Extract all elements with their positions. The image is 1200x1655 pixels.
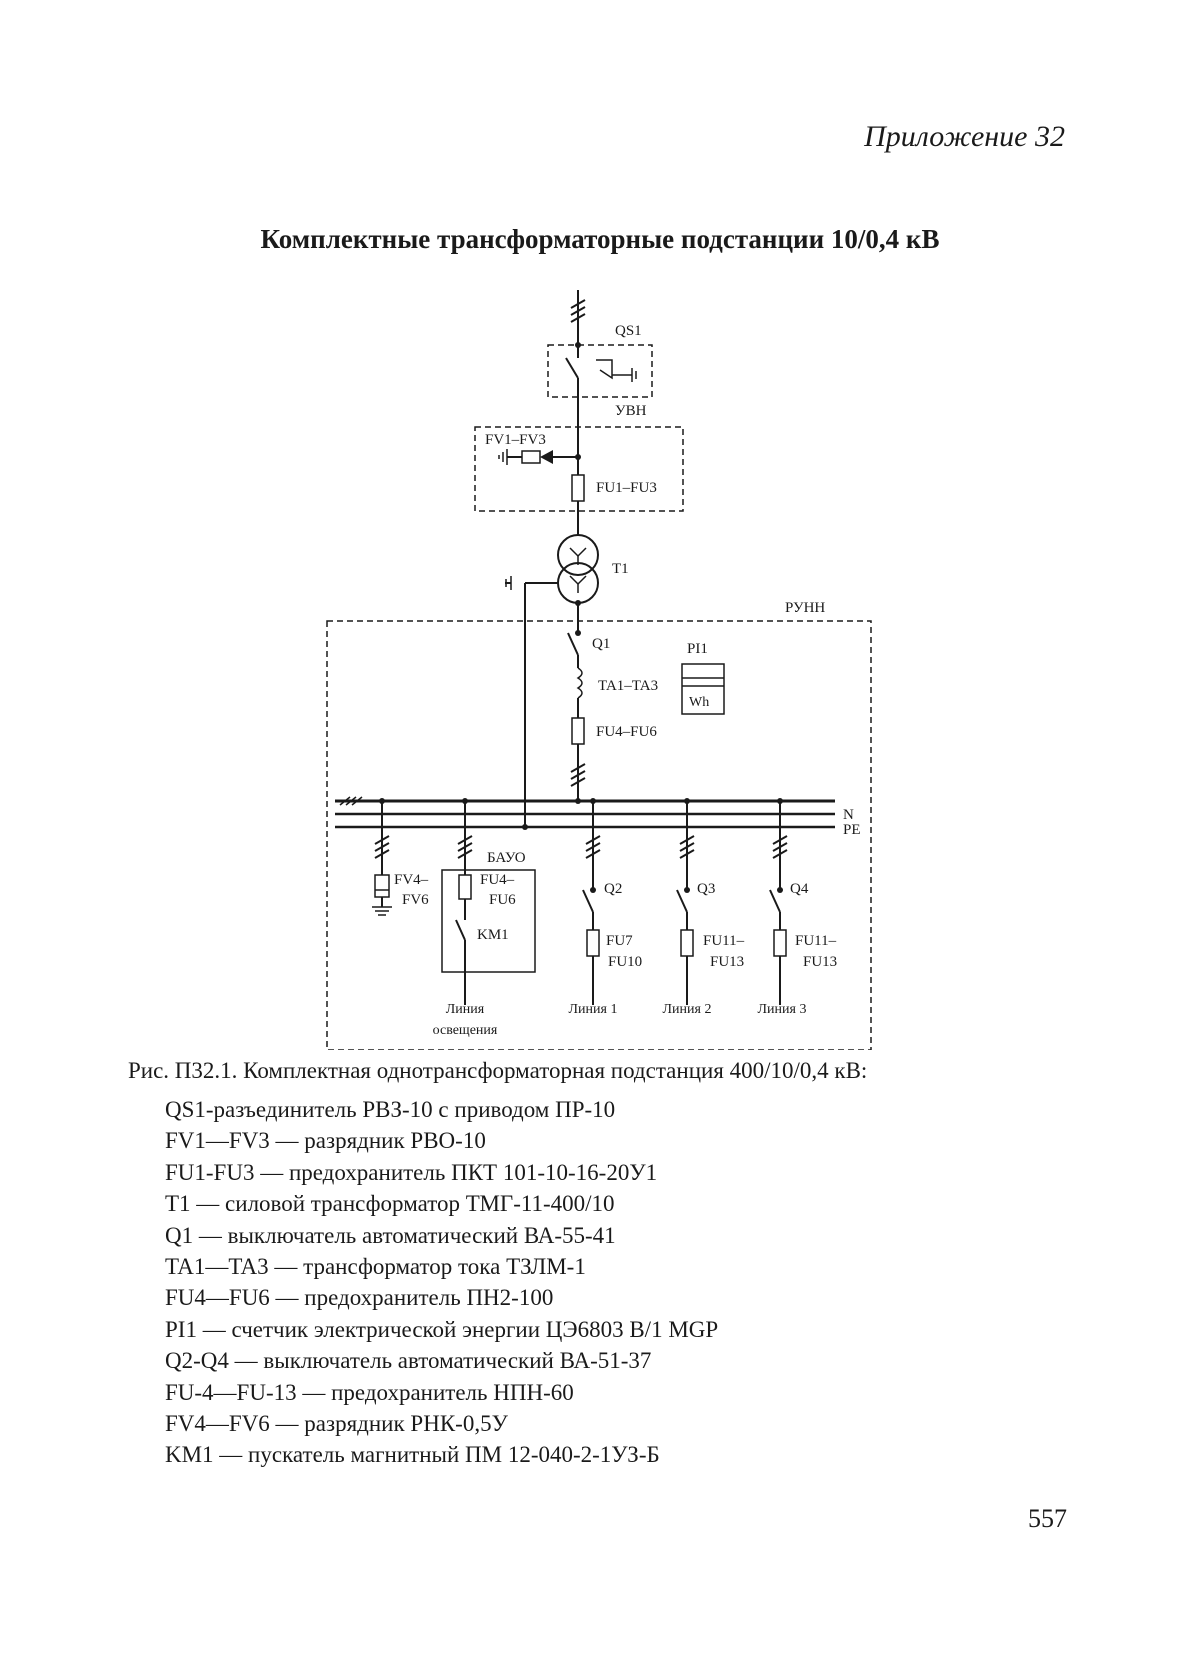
label-fu11-b: FU13	[710, 954, 744, 970]
legend-item: QS1-разъединитель РВЗ-10 с приводом ПР-1…	[165, 1094, 718, 1125]
label-fu11c-b: FU13	[803, 954, 837, 970]
label-pe: PE	[843, 822, 861, 838]
legend-item: TA1—TA3 — трансформатор тока ТЗЛМ-1	[165, 1251, 718, 1282]
label-line2: Линия 2	[663, 1002, 712, 1017]
label-q2: Q2	[604, 881, 622, 897]
label-line3: Линия 3	[758, 1002, 807, 1017]
label-wh: Wh	[689, 695, 709, 710]
legend-item: KM1 — пускатель магнитный ПМ 12-040-2-1У…	[165, 1439, 718, 1470]
label-q3: Q3	[697, 881, 715, 897]
label-q4: Q4	[790, 881, 809, 897]
label-fu1-fu3: FU1–FU3	[596, 480, 657, 496]
page-number: 557	[1028, 1504, 1067, 1534]
label-q1: Q1	[592, 636, 610, 652]
label-runn: РУНН	[785, 600, 825, 616]
label-fu7-b: FU10	[608, 954, 642, 970]
page-title: Комплектные трансформаторные подстанции …	[0, 224, 1200, 255]
label-fu7-a: FU7	[606, 933, 633, 949]
label-qs1: QS1	[615, 323, 642, 339]
label-fv1-fv3: FV1–FV3	[485, 432, 546, 448]
label-fu11-a: FU11–	[703, 933, 745, 949]
label-fv4-b: FV6	[402, 892, 429, 908]
label-bauo: БАУО	[487, 850, 526, 866]
label-line-light-b: освещения	[433, 1023, 498, 1038]
label-fu11c-a: FU11–	[795, 933, 837, 949]
label-km1: KM1	[477, 927, 509, 943]
label-line-light-a: Линия	[446, 1002, 485, 1017]
label-n: N	[843, 807, 854, 823]
legend-item: Q2-Q4 — выключатель автоматический ВА-51…	[165, 1345, 718, 1376]
label-ta1-ta3: TA1–TA3	[598, 678, 658, 694]
appendix-label: Приложение 32	[864, 120, 1065, 154]
substation-schematic: QS1 УВН FV1–FV3 FU1–FU3 T1 РУНН Q1 PI1 W…	[0, 270, 1200, 1050]
legend-item: FV1—FV3 — разрядник РВО-10	[165, 1125, 718, 1156]
legend-item: PI1 — счетчик электрической энергии ЦЭ68…	[165, 1314, 718, 1345]
label-fu4-b: FU6	[489, 892, 516, 908]
legend-item: FV4—FV6 — разрядник РНК-0,5У	[165, 1408, 718, 1439]
legend-list: QS1-разъединитель РВЗ-10 с приводом ПР-1…	[165, 1094, 718, 1471]
label-pi1: PI1	[687, 641, 708, 657]
legend-item: Q1 — выключатель автоматический ВА-55-41	[165, 1220, 718, 1251]
legend-item: FU-4—FU-13 — предохранитель НПН-60	[165, 1377, 718, 1408]
label-line1: Линия 1	[569, 1002, 618, 1017]
label-fu4-a: FU4–	[480, 872, 515, 888]
legend-item: FU4—FU6 — предохранитель ПН2-100	[165, 1282, 718, 1313]
label-fu4-fu6-main: FU4–FU6	[596, 724, 657, 740]
legend-item: FU1-FU3 — предохранитель ПКТ 101-10-16-2…	[165, 1157, 718, 1188]
label-fv4-a: FV4–	[394, 872, 429, 888]
legend-item: T1 — силовой трансформатор ТМГ-11-400/10	[165, 1188, 718, 1219]
label-t1: T1	[612, 561, 629, 577]
figure-caption: Рис. П32.1. Комплектная однотрансформато…	[128, 1058, 867, 1084]
label-uvn: УВН	[615, 403, 647, 419]
